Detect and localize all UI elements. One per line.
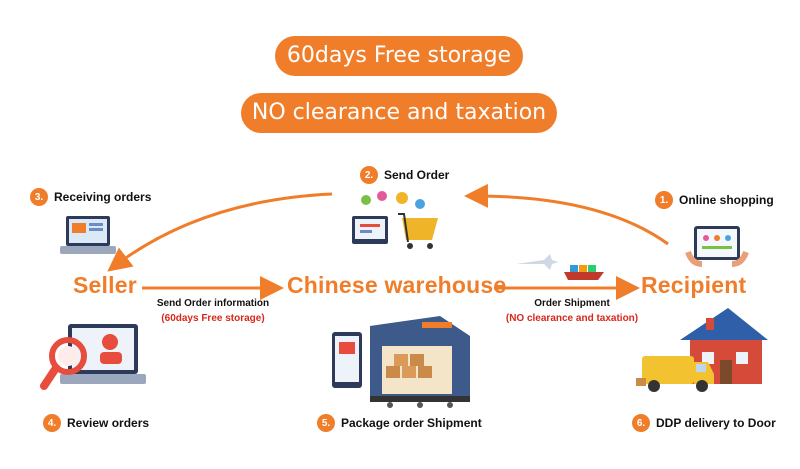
label-order-shipment-text: Order Shipment	[534, 298, 610, 309]
step-label: Review orders	[67, 416, 150, 430]
step-review-orders: 4. Review orders	[43, 414, 149, 432]
step-label: Online shopping	[679, 193, 774, 207]
arrow-recipient-to-sendorder	[464, 183, 669, 246]
arrow-sendorder-to-seller	[107, 192, 333, 272]
label-send-order-info: Send Order information (60days Free stor…	[150, 298, 276, 324]
step-ddp-delivery: 6. DDP delivery to Door	[632, 414, 776, 432]
label-order-shipment: Order Shipment (NO clearance and taxatio…	[497, 298, 647, 324]
step-number: 2.	[360, 166, 378, 184]
laptop-icon	[60, 216, 116, 254]
step-label: DDP delivery to Door	[656, 416, 776, 430]
step-number: 6.	[632, 414, 650, 432]
warehouse-icon	[332, 316, 470, 408]
step-number: 1.	[655, 191, 673, 209]
node-recipient: Recipient	[641, 272, 747, 298]
tablet-shopping-icon	[685, 226, 749, 267]
plane-ship-icon	[516, 254, 604, 280]
node-seller: Seller	[73, 272, 137, 298]
step-label: Package order Shipment	[341, 416, 482, 430]
label-order-shipment-note: (NO clearance and taxation)	[505, 313, 639, 324]
step-online-shopping: 1. Online shopping	[655, 191, 774, 209]
step-receiving-orders: 3. Receiving orders	[30, 188, 151, 206]
label-send-order-info-text: Send Order information	[156, 298, 270, 309]
label-send-order-info-note: (60days Free storage)	[161, 313, 265, 324]
step-label: Receiving orders	[54, 190, 152, 204]
step-package-shipment: 5. Package order Shipment	[317, 414, 482, 432]
step-number: 5.	[317, 414, 335, 432]
node-chinese-warehouse: Chinese warehouse	[287, 272, 507, 298]
banner-no-clearance: NO clearance and taxation	[241, 93, 557, 133]
step-send-order: 2. Send Order	[360, 166, 449, 184]
step-number: 3.	[30, 188, 48, 206]
banner-free-storage: 60days Free storage	[275, 36, 523, 76]
step-number: 4.	[43, 414, 61, 432]
review-laptop-icon	[40, 324, 146, 390]
send-order-icon	[352, 191, 438, 249]
house-delivery-icon	[636, 308, 768, 392]
step-label: Send Order	[384, 168, 450, 182]
